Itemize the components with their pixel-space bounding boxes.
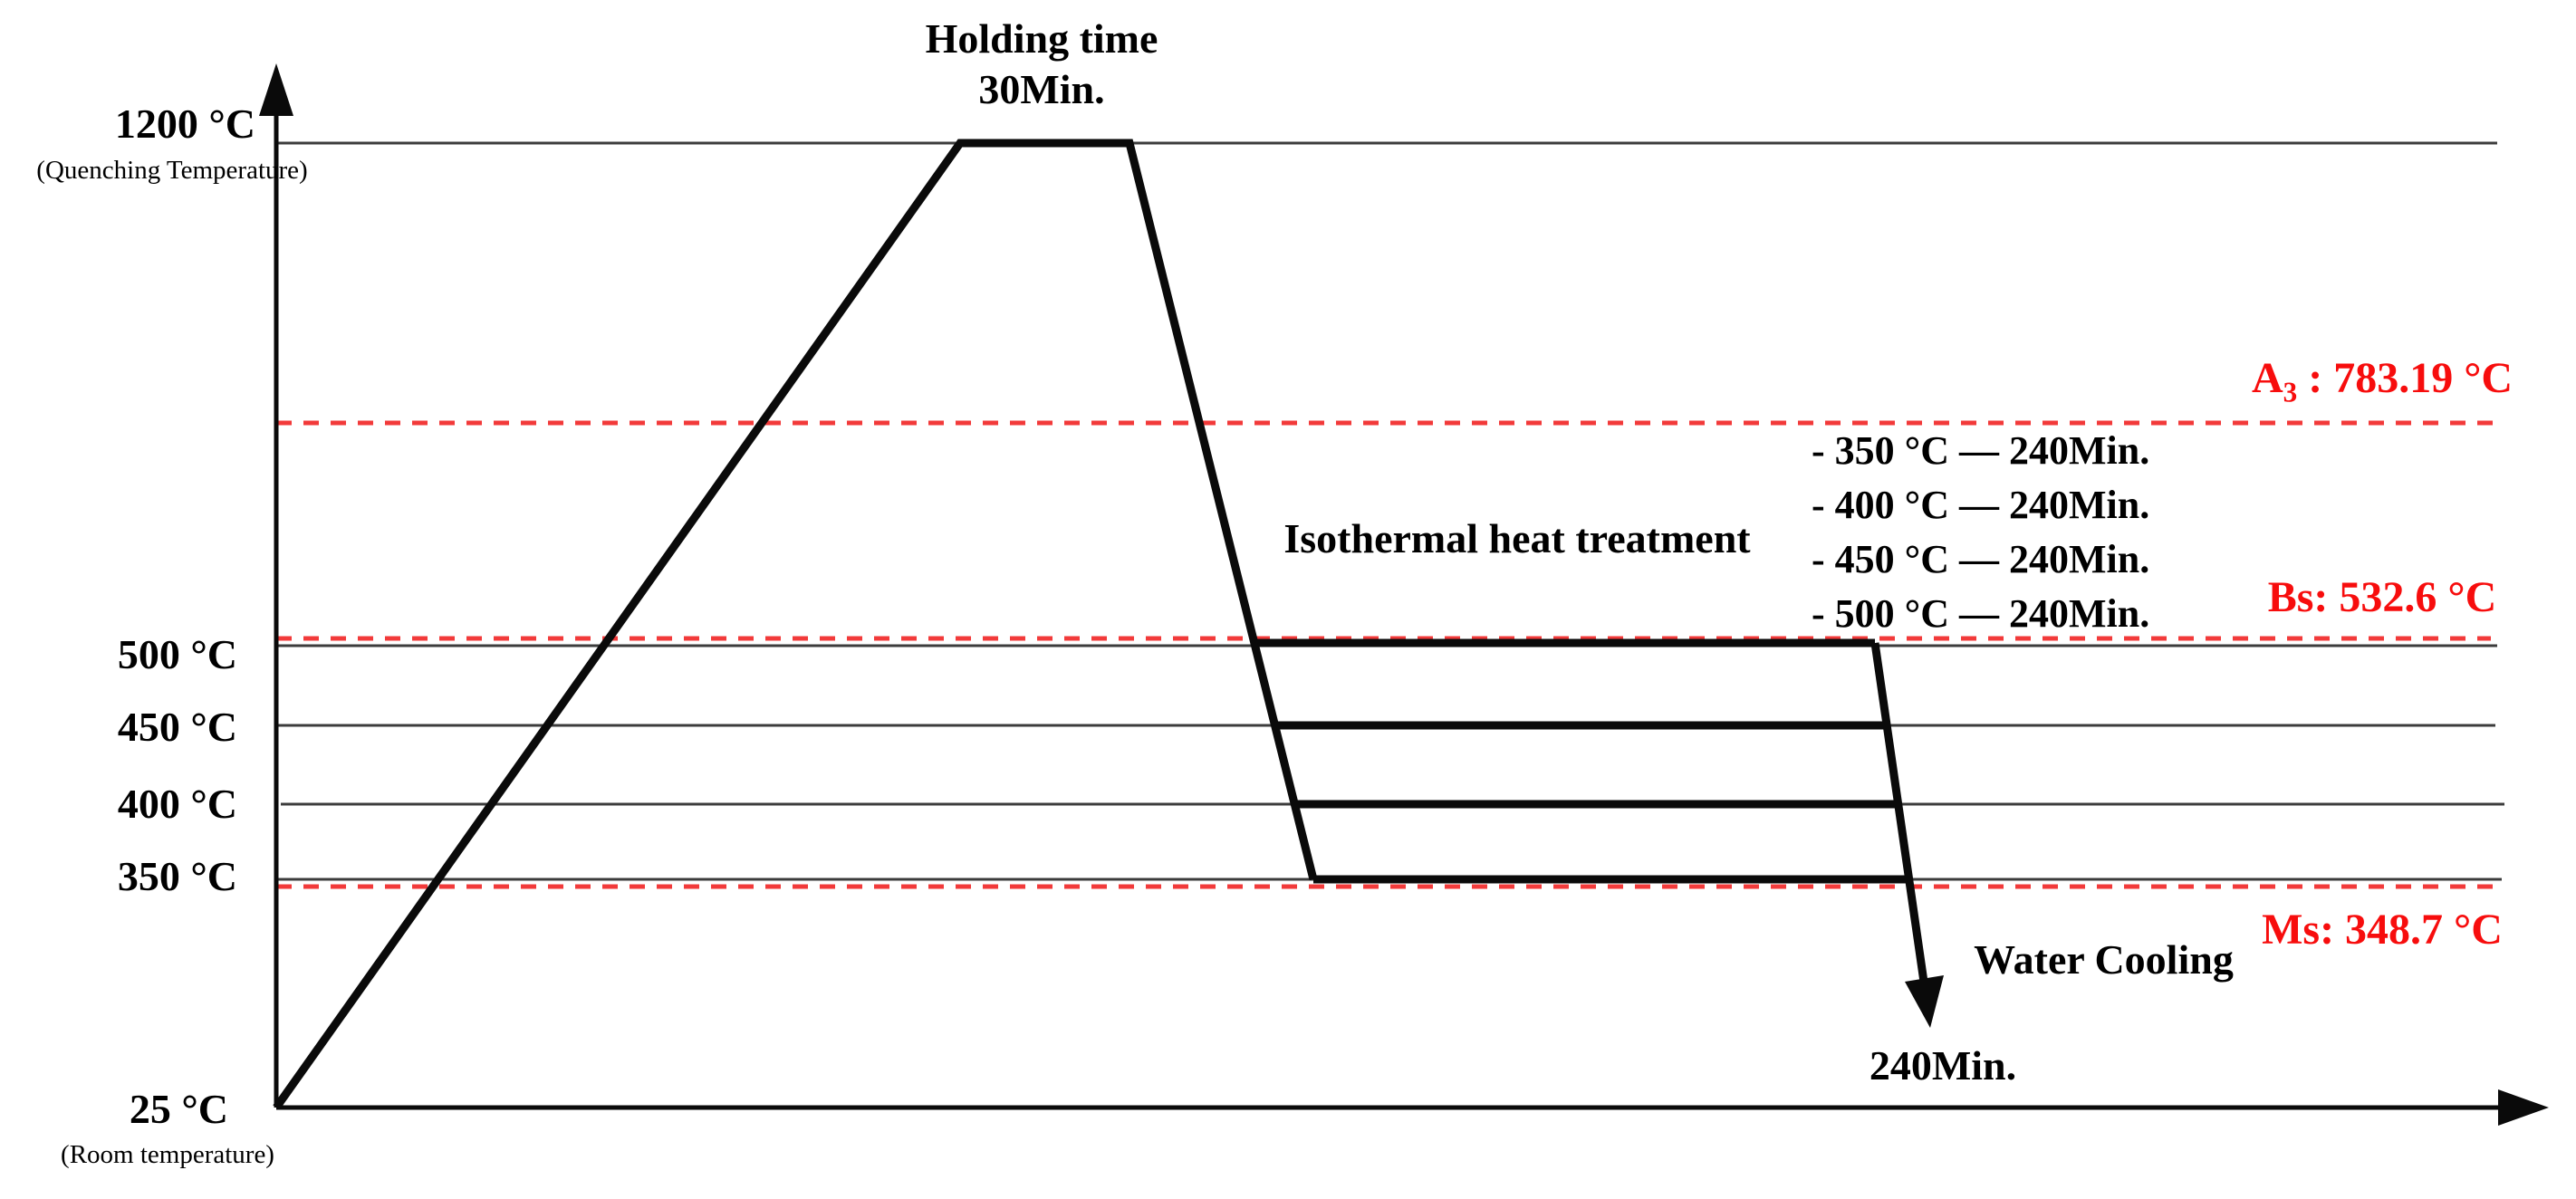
holding-time-line1: Holding time (925, 15, 1158, 62)
isothermal-item-350: - 350 °C — 240Min. (1812, 428, 2150, 473)
process-ramp-hold-cool-line (273, 139, 1318, 1110)
isothermal-item-400: - 400 °C — 240Min. (1812, 483, 2150, 527)
water-cooling-arrowhead-icon (1905, 975, 1944, 1028)
y-sublabel-quenching: (Quenching Temperature) (36, 156, 308, 185)
ms-critical-label: Ms: 348.7 °C (2262, 906, 2503, 954)
bs-critical-label: Bs: 532.6 °C (2267, 573, 2497, 621)
a3-base: A (2251, 354, 2283, 402)
holding-time-label: Holding time 30Min. (860, 14, 1223, 115)
origin-label-25: 25 °C (129, 1086, 228, 1132)
isothermal-item-500: - 500 °C — 240Min. (1812, 591, 2150, 636)
a3-subscript: 3 (2283, 376, 2298, 408)
water-cooling-label: Water Cooling (1974, 936, 2234, 983)
y-axis-arrowhead-icon (259, 63, 293, 116)
y-label-500: 500 °C (117, 631, 237, 677)
duration-240min-label: 240Min. (1869, 1042, 2017, 1089)
water-cooling-line (1870, 642, 1930, 995)
y-label-350: 350 °C (117, 853, 237, 899)
isothermal-conditions-list: - 350 °C — 240Min. - 400 °C — 240Min. - … (1812, 424, 2149, 641)
isothermal-item-450: - 450 °C — 240Min. (1812, 537, 2150, 581)
isothermal-title: Isothermal heat treatment (1283, 515, 1751, 561)
x-axis-arrowhead-icon (2498, 1089, 2549, 1126)
origin-sublabel-room: (Room temperature) (61, 1140, 274, 1169)
y-label-1200: 1200 °C (114, 101, 255, 147)
y-label-450: 450 °C (117, 704, 237, 750)
holding-time-line2: 30Min. (978, 66, 1105, 112)
a3-critical-label: A3 : 783.19 °C (2224, 351, 2541, 420)
y-label-400: 400 °C (117, 781, 237, 827)
a3-value: : 783.19 °C (2297, 354, 2514, 402)
